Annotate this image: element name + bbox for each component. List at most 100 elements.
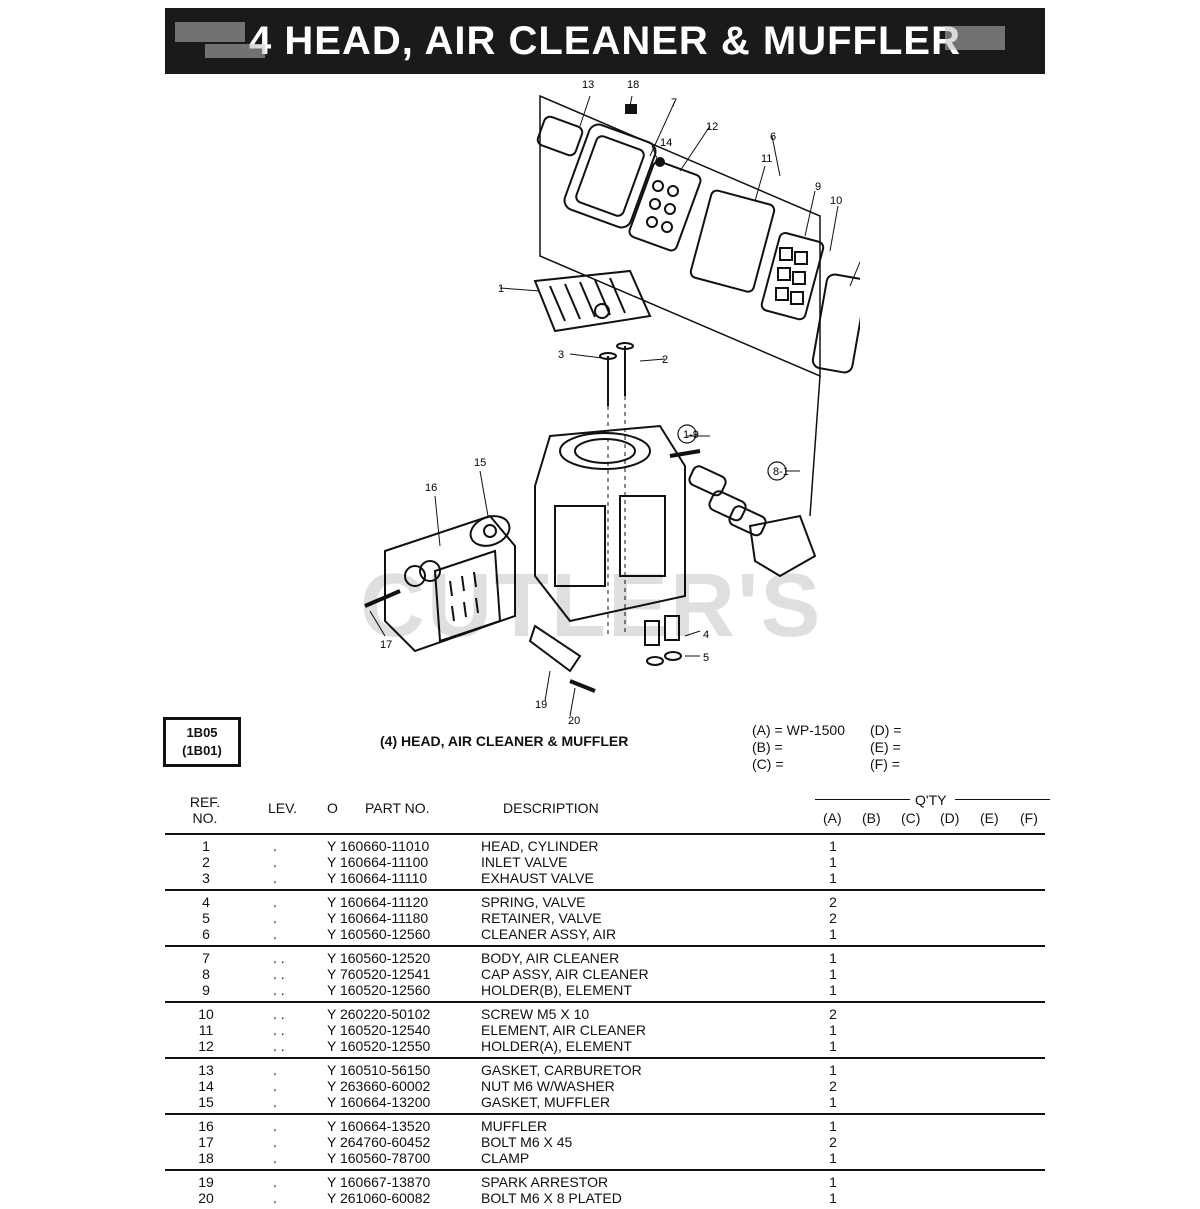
qty-a: 2	[829, 1134, 837, 1150]
level: .	[273, 1174, 277, 1190]
part-no: Y 160664-11110	[327, 870, 428, 886]
level: .	[273, 1134, 277, 1150]
part-no: Y 160510-56150	[327, 1062, 431, 1078]
level: . .	[273, 1038, 285, 1054]
page-title-banner: 4 HEAD, AIR CLEANER & MUFFLER	[165, 8, 1045, 74]
header-col-a: (A)	[823, 810, 842, 826]
exploded-parts-diagram: 13 18 7 14 12 6 11 9 10 8 1 3 2 1-9 8-1 …	[364, 79, 860, 726]
level: . .	[273, 950, 285, 966]
description: HOLDER(A), ELEMENT	[481, 1038, 632, 1054]
qty-header-rule	[955, 799, 1050, 800]
ref-no: 15	[198, 1094, 214, 1110]
header-col-d: (D)	[940, 810, 960, 826]
model-label: (C) =	[752, 756, 784, 772]
level: .	[273, 838, 277, 854]
part-no: Y 160560-78700	[327, 1150, 431, 1166]
part-no: Y 160664-11180	[327, 910, 429, 926]
callout-label: 4	[703, 629, 709, 641]
part-no: Y 263660-60002	[327, 1078, 431, 1094]
part-no: Y 160560-12560	[327, 926, 431, 942]
level: .	[273, 1118, 277, 1134]
callout-label: 6	[770, 131, 776, 143]
description: NUT M6 W/WASHER	[481, 1078, 615, 1094]
qty-a: 1	[829, 966, 837, 982]
section-code-alt: (1B01)	[182, 743, 222, 758]
header-col-e: (E)	[980, 810, 999, 826]
header-description: DESCRIPTION	[503, 800, 599, 816]
model-legend-row: (C) = (F) =	[752, 756, 902, 773]
callout-label: 9	[815, 181, 821, 193]
description: GASKET, MUFFLER	[481, 1094, 611, 1110]
qty-a: 2	[829, 894, 837, 910]
header-level: LEV.	[268, 800, 298, 816]
qty-a: 1	[829, 1062, 837, 1078]
callout-label: 8-1	[773, 466, 789, 478]
description: SPRING, VALVE	[481, 894, 586, 910]
callout-label: 19	[535, 699, 547, 711]
qty-a: 2	[829, 910, 837, 926]
callout-label: 7	[671, 97, 677, 109]
ref-no: 4	[202, 894, 210, 910]
header-ref-line2: NO.	[192, 810, 218, 826]
ref-no: 12	[198, 1038, 214, 1054]
part-no: Y 160520-12560	[327, 982, 431, 998]
qty-a: 1	[829, 838, 837, 854]
ref-no: 9	[202, 982, 210, 998]
level: . .	[273, 982, 285, 998]
qty-a: 1	[829, 1190, 837, 1206]
level: .	[273, 926, 277, 942]
level: .	[273, 854, 277, 870]
level: .	[273, 1094, 277, 1110]
model-label: (E) =	[870, 739, 901, 755]
ref-no: 11	[198, 1022, 214, 1038]
part-no: Y 260220-50102	[327, 1006, 431, 1022]
qty-a: 1	[829, 926, 837, 942]
description: CLAMP	[481, 1150, 530, 1166]
ref-no: 5	[202, 910, 210, 926]
section-code-box: 1B05 (1B01)	[163, 717, 241, 767]
callout-label: 1	[498, 283, 504, 295]
header-part-no: PART NO.	[365, 800, 430, 816]
level: .	[273, 870, 277, 886]
ref-no: 8	[202, 966, 210, 982]
ref-no: 6	[202, 926, 210, 942]
description: INLET VALVE	[481, 854, 568, 870]
level: . .	[273, 1022, 285, 1038]
model-legend: (A) = WP-1500 (D) = (B) = (E) = (C) = (F…	[752, 722, 902, 773]
ref-no: 18	[198, 1150, 214, 1166]
part-no: Y 760520-12541	[327, 966, 431, 982]
qty-a: 1	[829, 1038, 837, 1054]
part-no: Y 160664-11100	[327, 854, 429, 870]
qty-a: 1	[829, 1118, 837, 1134]
callout-label: 2	[662, 354, 668, 366]
banner-texture	[175, 22, 245, 42]
qty-a: 1	[829, 1094, 837, 1110]
level: .	[273, 1062, 277, 1078]
qty-a: 2	[829, 1006, 837, 1022]
callout-label: 10	[830, 195, 842, 207]
qty-a: 1	[829, 854, 837, 870]
callout-label: 17	[380, 639, 392, 651]
callout-label: 3	[558, 349, 564, 361]
level: .	[273, 894, 277, 910]
part-no: Y 160520-12550	[327, 1038, 431, 1054]
model-legend-row: (A) = WP-1500 (D) =	[752, 722, 902, 739]
ref-no: 1	[202, 838, 210, 854]
ref-no: 2	[202, 854, 210, 870]
callout-label: 1-9	[683, 429, 699, 441]
